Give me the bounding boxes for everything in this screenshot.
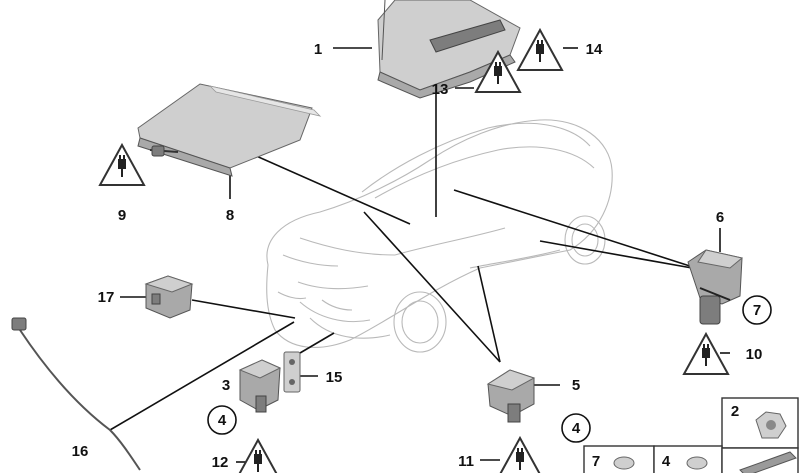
- callout-6: 6: [716, 209, 724, 226]
- callout-8: 8: [226, 207, 234, 224]
- leader-lines: [109, 47, 730, 463]
- callout-5: 5: [572, 377, 580, 394]
- callout-3: 3: [222, 377, 230, 394]
- callout-7-box: 7: [592, 453, 600, 470]
- callout-16: 16: [72, 443, 89, 460]
- connector-part: [144, 275, 194, 319]
- hardware-boxes: [583, 397, 799, 473]
- callout-17: 17: [98, 289, 115, 306]
- callout-labels: 1 2 3 4 4 4 5 6 7 7 8 9 10 11 12 13 14 1…: [72, 41, 763, 471]
- side-sensor-part: [687, 249, 744, 325]
- front-sensor-part: [238, 359, 282, 413]
- callout-10: 10: [746, 346, 763, 363]
- callout-1: 1: [314, 41, 322, 58]
- callout-12: 12: [212, 454, 229, 471]
- car-outline: [266, 119, 613, 353]
- electrical-plug-warning-icon: [98, 27, 730, 473]
- callout-7-circled: 7: [753, 302, 761, 319]
- callout-4-box: 4: [662, 453, 671, 470]
- cable-part: [11, 317, 141, 471]
- callout-11: 11: [458, 453, 474, 470]
- sensor-mat-part: [137, 83, 322, 177]
- callout-14: 14: [586, 41, 603, 58]
- callout-4-circled-front: 4: [218, 412, 227, 429]
- control-unit-part: [377, 0, 521, 99]
- callout-2: 2: [731, 403, 739, 420]
- callout-13: 13: [432, 81, 449, 98]
- crash-sensor-part: [486, 369, 536, 423]
- circled-callouts: [207, 295, 772, 443]
- callout-4-circled-rear: 4: [572, 420, 581, 437]
- callout-9: 9: [118, 207, 126, 224]
- callout-15: 15: [326, 369, 343, 386]
- bracket-part: [283, 351, 301, 393]
